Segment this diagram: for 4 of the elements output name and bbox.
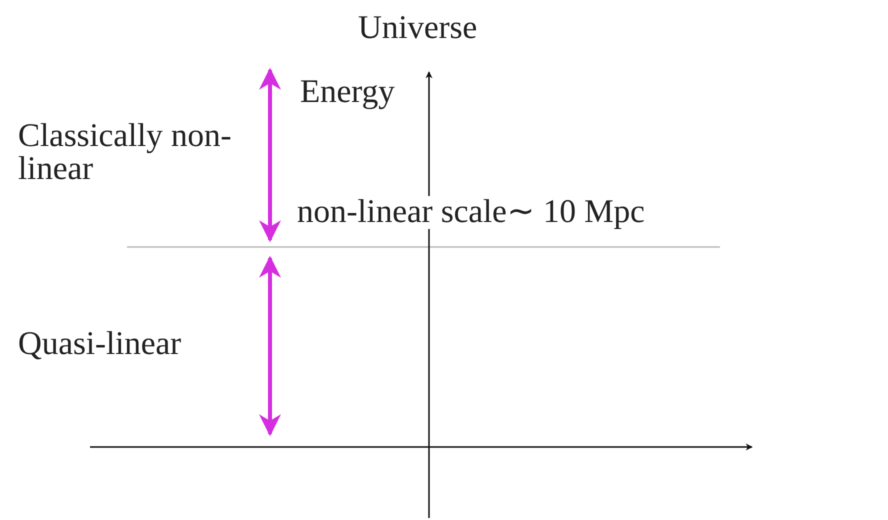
scale-label: non-linear scale∼ 10 Mpc bbox=[297, 196, 645, 229]
region-label: Classically non-linear bbox=[18, 120, 233, 186]
axis-label: Universe bbox=[358, 12, 478, 45]
region-label: Quasi-linear bbox=[18, 328, 182, 361]
